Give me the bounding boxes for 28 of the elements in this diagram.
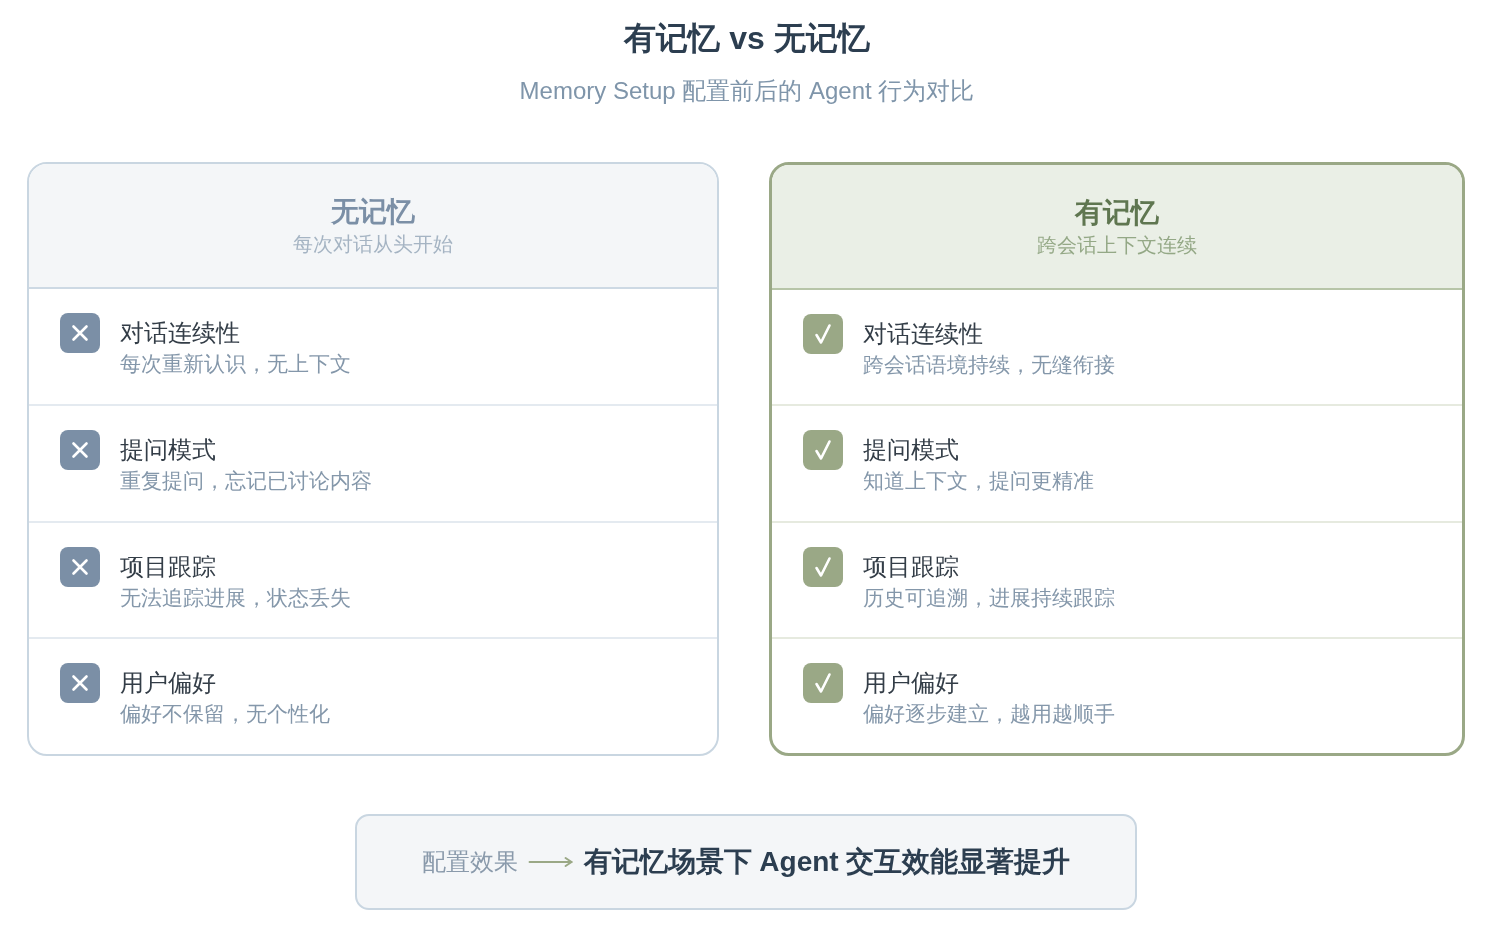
feature-description: 知道上下文，提问更精准	[863, 468, 1094, 495]
comparison-card	[769, 162, 1465, 756]
feature-title: 对话连续性	[863, 319, 983, 349]
feature-title: 项目跟踪	[120, 551, 216, 582]
feature-description: 无法追踪进展，状态丢失	[120, 584, 351, 611]
feature-title: 项目跟踪	[863, 551, 959, 582]
feature-description: 每次重新认识，无上下文	[120, 351, 351, 377]
feature-title: 提问模式	[120, 434, 216, 465]
summary-text: 有记忆场景下 Agent 交互效能显著提升	[583, 844, 1071, 880]
arrow	[528, 857, 573, 867]
feature-description: 偏好逐步建立，越用越顺手	[863, 700, 1115, 727]
comparison-card	[27, 162, 719, 756]
subtitle: Memory Setup 配置前后的 Agent 行为对比	[519, 77, 975, 104]
feature-title: 提问模式	[863, 435, 959, 466]
card-subheading: 跨会话上下文连续	[1037, 232, 1197, 258]
feature-description: 重复提问，忘记已讨论内容	[120, 467, 372, 494]
title: 有记忆 vs 无记忆	[624, 20, 870, 56]
feature-description: 偏好不保留，无个性化	[120, 701, 330, 728]
feature-description: 跨会话语境持续，无缝衔接	[863, 352, 1115, 378]
card-subheading: 每次对话从头开始	[293, 231, 453, 257]
summary-box	[355, 814, 1137, 910]
summary-label: 配置效果	[421, 846, 518, 878]
feature-description: 历史可追溯，进展持续跟踪	[863, 584, 1115, 611]
feature-title: 用户偏好	[863, 667, 959, 698]
feature-title: 对话连续性	[120, 318, 240, 348]
card-heading: 无记忆	[331, 194, 415, 229]
card-heading: 有记忆	[1075, 195, 1159, 230]
feature-title: 用户偏好	[120, 668, 216, 699]
